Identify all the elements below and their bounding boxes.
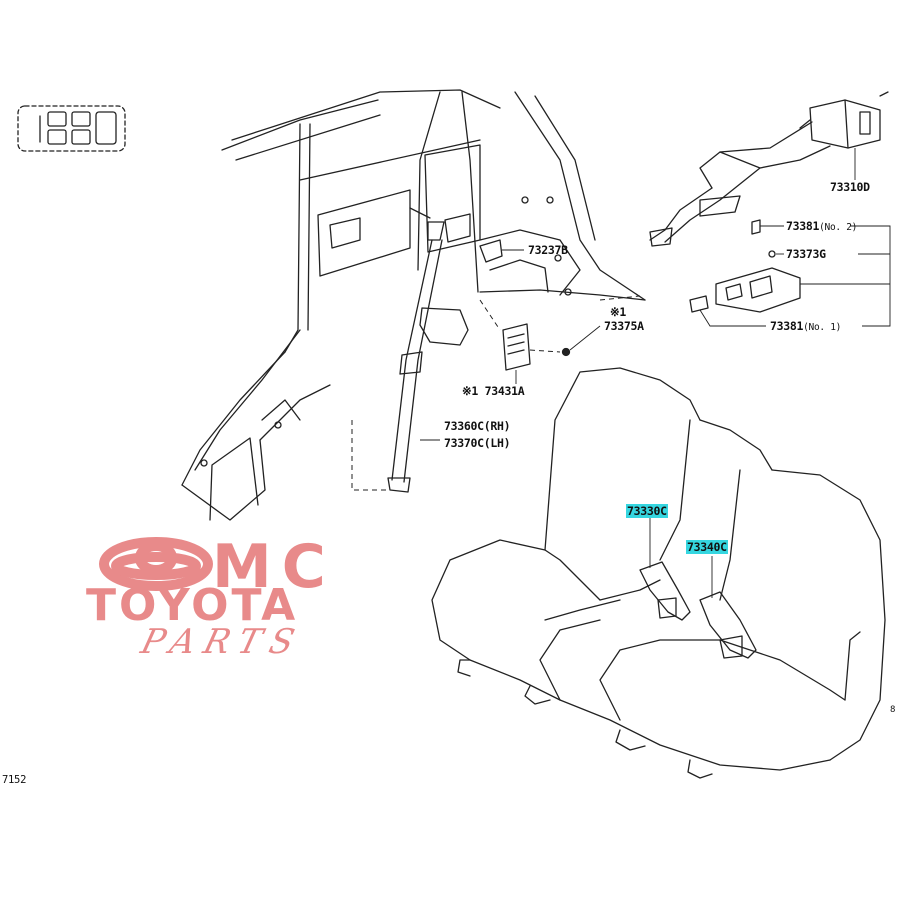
nut-73375a [561, 347, 571, 357]
callout-note1: ※1 [610, 305, 626, 319]
anchor-cover [479, 239, 503, 263]
leader-73381-1 [699, 309, 766, 327]
watermark-toyota: TOYOTA [86, 580, 299, 631]
buckle-73340c [699, 591, 757, 659]
reinforcement-plate [502, 323, 531, 371]
figure-code: 7152 [2, 774, 27, 786]
callout-73375a: 73375A [604, 319, 644, 333]
callout-73330c[interactable]: 73330C [626, 504, 668, 518]
clip-no2 [751, 219, 761, 235]
callout-73360c-rh: 73360C(RH) [444, 419, 511, 433]
callout-73431a: ※1 73431A [462, 384, 525, 398]
buckle-bracket [689, 267, 801, 313]
leader-73375a [569, 325, 601, 351]
watermark-parts: PARTS [137, 622, 308, 662]
watermark-mc: MC [212, 532, 336, 602]
body-side-panel [181, 89, 646, 521]
callout-73310d: 73310D [830, 180, 870, 194]
callout-73237b: 73237B [528, 243, 568, 257]
dashed-guide-nut [599, 295, 641, 301]
center-belt-retractor [649, 91, 889, 247]
clip-73373g [768, 250, 776, 258]
callout-73381-no1: 73381(No. 1) [770, 319, 842, 334]
dashed-guide-plate [529, 349, 561, 353]
callout-73381-no2: 73381(No. 2) [786, 219, 858, 234]
dashed-guide-belt [351, 420, 390, 491]
rear-seat-assembly [431, 367, 886, 779]
bracket-group-line [850, 225, 891, 327]
toyota-emblem-icon [99, 537, 213, 591]
outer-belt-assembly [387, 207, 469, 493]
dashed-guide-anchor [479, 299, 501, 331]
buckle-73330c [639, 561, 691, 621]
vehicle-position-icon [17, 105, 126, 152]
callout-73373g: 73373G [786, 247, 826, 261]
callout-73340c[interactable]: 73340C [686, 540, 728, 554]
callout-73370c-lh: 73370C(LH) [444, 436, 511, 450]
edge-mark: 8 [890, 705, 896, 715]
